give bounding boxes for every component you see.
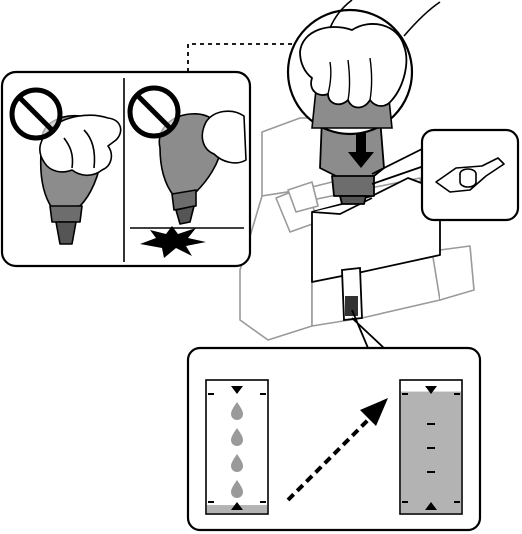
ink-drop-icon bbox=[231, 480, 243, 498]
ink-drop-icon bbox=[231, 428, 243, 446]
dont-panel bbox=[0, 70, 252, 268]
hand-icon bbox=[39, 114, 122, 177]
ink-level-fill-full bbox=[401, 391, 461, 513]
impact-bottle-illustration bbox=[158, 110, 247, 225]
cap-detail-callout bbox=[371, 128, 520, 222]
lower-limit-marker bbox=[425, 502, 437, 510]
upper-limit-marker bbox=[425, 386, 437, 394]
down-arrow-icon bbox=[348, 132, 374, 168]
ink-drop-icon bbox=[231, 402, 243, 420]
hand-icon bbox=[299, 23, 408, 109]
prohibited-icon bbox=[9, 87, 63, 141]
arrow-icon bbox=[286, 398, 388, 502]
hand-icon bbox=[201, 110, 247, 164]
leader-lines bbox=[187, 43, 300, 72]
ink-drops bbox=[231, 402, 243, 498]
hand-detail-circle bbox=[286, 0, 441, 136]
upper-limit-marker bbox=[231, 386, 243, 394]
ink-drop-icon bbox=[231, 454, 243, 472]
lower-limit-marker bbox=[231, 502, 243, 510]
squeeze-bottle-illustration bbox=[39, 114, 122, 245]
impact-burst-icon bbox=[130, 226, 244, 258]
ink-tank bbox=[341, 266, 363, 322]
prohibited-icon bbox=[127, 85, 181, 139]
tank-after bbox=[399, 379, 463, 515]
tank-before bbox=[205, 379, 269, 515]
